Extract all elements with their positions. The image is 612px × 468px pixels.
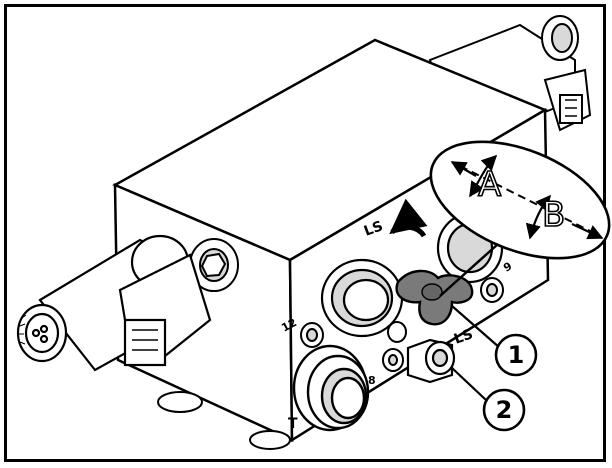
callout-1-circle	[494, 333, 538, 377]
knob-hub	[421, 283, 443, 301]
detail-leader	[439, 243, 499, 297]
ls-port-fitting	[406, 338, 456, 384]
callout-1-leader	[451, 305, 501, 349]
tank-port-fitting	[292, 344, 370, 432]
left-solenoid	[16, 234, 212, 372]
label-port-12: 12	[279, 316, 299, 335]
left-solenoid-knurl	[19, 314, 27, 354]
callout-2-number: 2	[496, 396, 513, 424]
small-plugs	[300, 277, 504, 372]
label-port-t: T	[288, 416, 298, 432]
position-b-arrow-right	[571, 223, 604, 240]
block-bottom-feet	[157, 391, 291, 450]
ls-rotation-arrow	[389, 198, 428, 238]
position-a-arrow-arc	[469, 154, 498, 198]
label-port-8: 8	[368, 374, 376, 387]
main-port-fitting	[320, 258, 404, 338]
callout-2-circle	[482, 388, 526, 432]
position-b-arrow-arc	[525, 194, 551, 240]
callout-2-leader	[451, 367, 487, 401]
callout-1-number: 1	[508, 341, 525, 369]
label-ls-top: LS	[362, 218, 385, 240]
position-b-label: B	[542, 195, 565, 235]
position-a-label: A	[478, 165, 501, 205]
label-ls-lower: LS	[452, 326, 475, 348]
